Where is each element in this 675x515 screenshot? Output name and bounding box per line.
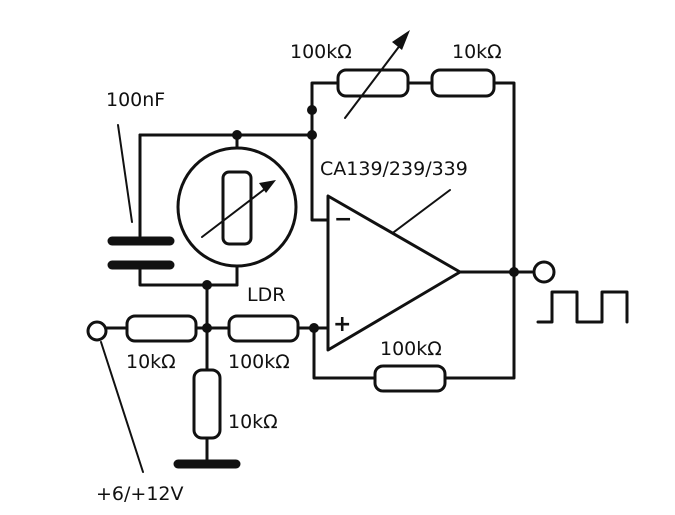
comparator-triangle	[326, 194, 462, 352]
series-resistor	[227, 314, 300, 343]
wire-inverting-input	[310, 108, 330, 222]
labels: 100nF 100kΩ 10kΩ CA139/239/339 LDR 10kΩ …	[96, 41, 502, 505]
wire-hysteresis	[312, 270, 516, 380]
supply-label: +6/+12V	[96, 483, 184, 505]
ground-resistor-label: 10kΩ	[228, 411, 278, 433]
ldr-arrow-head	[259, 180, 276, 193]
noninverting-input-sign: +	[333, 312, 351, 337]
capacitor-label: 100nF	[106, 89, 165, 111]
comparator: − +	[326, 194, 462, 352]
input-resistor	[125, 314, 198, 343]
trimmer-resistor	[336, 30, 410, 119]
input-resistor-label: 10kΩ	[126, 351, 176, 373]
series-resistor-label: 100kΩ	[228, 351, 290, 373]
trimmer-arrow-head	[392, 30, 410, 50]
ground-resistor	[192, 368, 222, 440]
ldr-label: LDR	[247, 284, 285, 306]
junction-dot	[509, 267, 519, 277]
junction-dot	[232, 130, 242, 140]
leader-capacitor	[117, 124, 133, 223]
hysteresis-resistor-label: 100kΩ	[380, 338, 442, 360]
junction-dot	[202, 280, 212, 290]
feedback-resistor	[430, 68, 496, 98]
junction-dot	[309, 323, 319, 333]
comparator-label: CA139/239/339	[320, 158, 468, 180]
square-wave-icon	[536, 290, 629, 324]
ldr-arrow-shaft	[201, 184, 271, 238]
ldr-body	[221, 170, 253, 246]
inverting-input-sign: −	[334, 207, 352, 232]
wire-top-feedback	[310, 81, 516, 274]
ldr	[176, 146, 298, 268]
junction-dot	[307, 130, 317, 140]
junctions	[202, 105, 519, 333]
wires	[100, 81, 534, 473]
capacitor	[107, 236, 175, 270]
input-terminal	[86, 320, 108, 342]
trimmer-resistor-body	[336, 68, 410, 98]
output-terminal	[532, 260, 556, 284]
feedback-resistor-label: 10kΩ	[452, 41, 502, 63]
leader-supply	[100, 341, 144, 473]
trimmer-arrow-shaft	[344, 39, 405, 119]
hysteresis-resistor	[373, 364, 447, 393]
trimmer-resistor-label: 100kΩ	[290, 41, 352, 63]
junction-dot	[202, 323, 212, 333]
junction-dot	[307, 105, 317, 115]
